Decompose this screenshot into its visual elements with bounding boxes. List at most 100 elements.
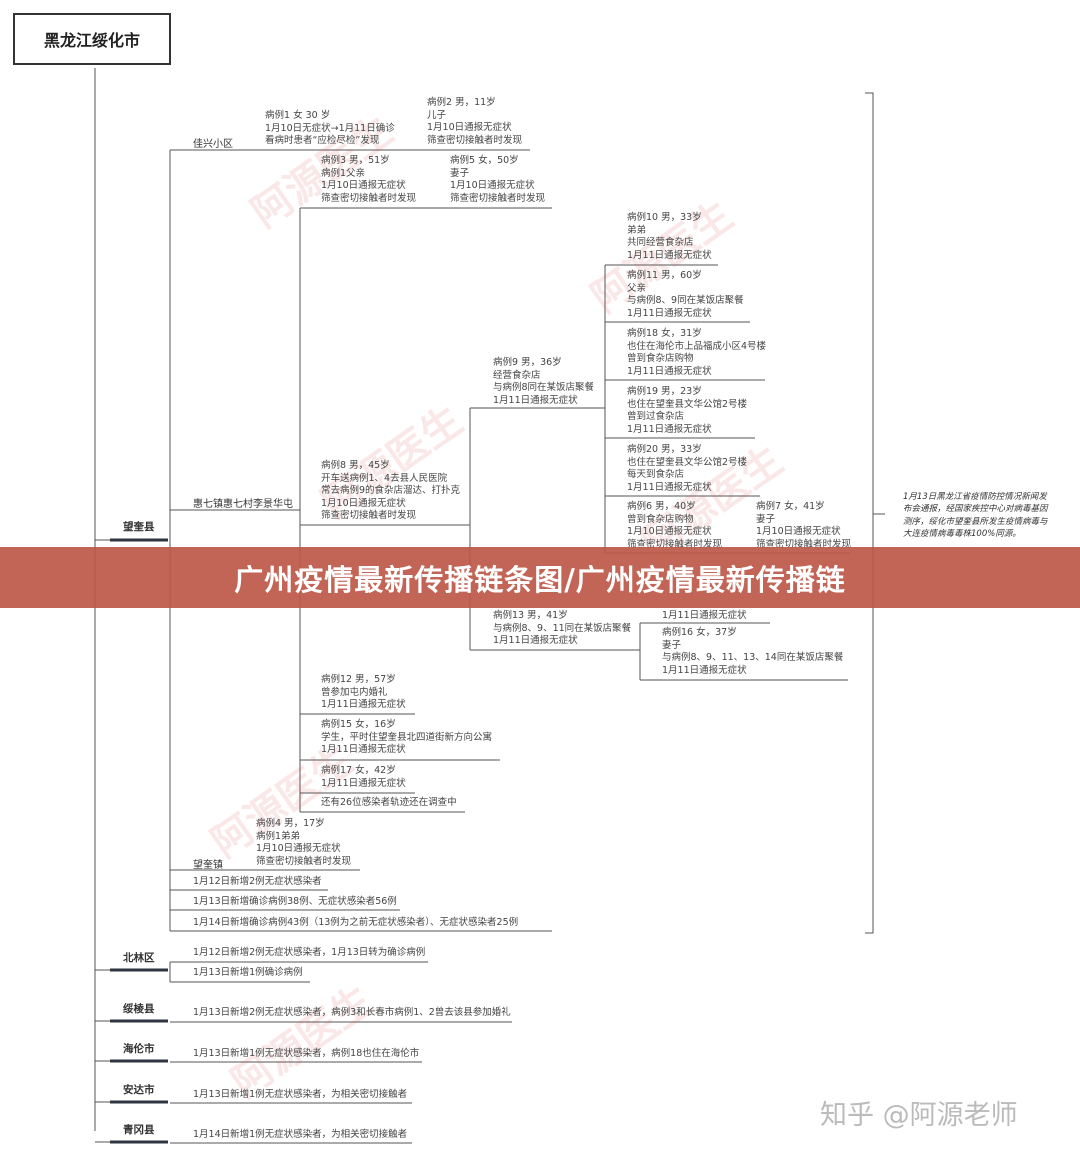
node-line: 病例3 男，51岁 [321, 155, 390, 166]
node-line: 大连疫情病毒毒株100%同源。 [903, 528, 1021, 539]
node-line: 每天到食杂店 [627, 469, 685, 481]
node-line: 曾到食杂店购物 [627, 513, 694, 525]
node-line: 1月11日通报无症状 [662, 664, 747, 676]
place-huiqi: 惠七镇惠七村李景华屯 [193, 499, 293, 510]
case-node-14: 1月11日通报无症状 [662, 610, 747, 623]
node-line: 妻子 [756, 513, 776, 525]
wangkui-update: 1月14日新增确诊病例43例（13例为之前无症状感染者）、无症状感染者25例 [193, 917, 519, 928]
node-line: 1月10日通报无症状 [256, 843, 341, 855]
node-line: 开车送病例1、4去县人民医院 [321, 472, 448, 484]
county-wangkui: 望奎县 [123, 521, 155, 533]
node-line: 1月11日通报无症状 [493, 394, 578, 406]
place-wangkuizhen: 望奎镇 [193, 860, 223, 871]
node-line: 父亲 [627, 282, 647, 294]
county-anda: 安达市 [123, 1084, 155, 1096]
node-line: 1月11日通报无症状 [627, 481, 712, 493]
node-line: 筛查密切接触者时发现 [256, 855, 352, 867]
beilin-update: 1月12日新增2例无症状感染者，1月13日转为确诊病例 [193, 947, 426, 958]
node-line: 1月13日黑龙江省疫情防控情况新闻发 [903, 492, 1047, 502]
node-line: 病例20 男，33岁 [627, 444, 702, 455]
node-line: 筛查密切接触者时发现 [756, 538, 852, 550]
node-line: 病例1弟弟 [256, 830, 301, 842]
node-line: 病例16 女，37岁 [662, 627, 737, 638]
node-line: 1月10日通报无症状 [627, 526, 712, 538]
node-line: 布会通报，经国家疾控中心对病毒基因 [903, 504, 1048, 515]
node-line: 病例5 女，50岁 [450, 155, 519, 166]
node-line: 1月10日无症状→1月11日确诊 [265, 122, 395, 134]
node-line: 病例15 女，16岁 [321, 719, 396, 730]
node-line: 病例1 女 30 岁 [265, 110, 331, 121]
node-line: 病例9 男，36岁 [493, 357, 562, 368]
node-line: 与病例8、9、11、13、14同在某饭店聚餐 [662, 652, 844, 664]
node-line: 病例1父亲 [321, 167, 366, 179]
node-line: 曾到食杂店购物 [627, 353, 694, 365]
node-line: 1月11日通报无症状 [321, 699, 406, 711]
node-line: 病例19 男，23岁 [627, 386, 702, 397]
wangkui-update: 1月13日新增确诊病例38例、无症状感染者56例 [193, 896, 397, 907]
node-line: 儿子 [427, 109, 447, 121]
node-line: 病例13 男，41岁 [493, 610, 568, 621]
node-line: 病例4 男，17岁 [256, 818, 325, 829]
node-line: 妻子 [450, 167, 470, 179]
qinggang-update: 1月14日新增1例无症状感染者，为相关密切接触者 [193, 1129, 408, 1140]
node-line: 筛查密切接触者时发现 [427, 134, 523, 146]
node-line: 妻子 [662, 639, 682, 651]
node-line: 也住在望奎县文华公馆2号楼 [627, 398, 748, 410]
county-beilin: 北林区 [123, 952, 155, 964]
node-line: 病例2 男，11岁 [427, 97, 496, 108]
node-line: 常去病例9的食杂店溜达、打扑克 [321, 485, 461, 497]
node-line: 与病例8、9、11同在某饭店聚餐 [493, 622, 632, 634]
node-line: 学生，平时住望奎县北四道街新方向公寓 [321, 731, 493, 743]
node-line: 1月10日通报无症状 [450, 180, 535, 192]
node-line: 1月11日通报无症状 [321, 744, 406, 756]
node-line: 病例6 男，40岁 [627, 501, 696, 512]
node-line: 看病时患者“应检尽检”发现 [265, 135, 380, 147]
node-line: 1月11日通报无症状 [493, 635, 578, 647]
node-line: 1月11日通报无症状 [627, 365, 712, 377]
node-line: 与病例8同在某饭店聚餐 [493, 382, 595, 394]
node-line: 也住在望奎县文华公馆2号楼 [627, 456, 748, 468]
county-qinggang: 青冈县 [123, 1124, 155, 1136]
node-line: 筛查密切接触者时发现 [321, 510, 417, 522]
node-line: 测序，绥化市望奎县所发生疫情病毒与 [903, 516, 1048, 527]
node-line: 病例8 男，45岁 [321, 460, 390, 471]
node-line: 1月11日通报无症状 [627, 249, 712, 261]
node-line: 1月10日通报无症状 [321, 497, 406, 509]
root-node-title: 黑龙江绥化市 [13, 13, 171, 65]
node-line: 筛查密切接触者时发现 [321, 192, 417, 204]
county-hailun: 海伦市 [123, 1043, 155, 1055]
wangkui-update: 1月12日新增2例无症状感染者 [193, 876, 322, 887]
county-suileng: 绥棱县 [123, 1003, 155, 1015]
node-line: 筛查密切接触者时发现 [627, 538, 723, 550]
node-line: 病例18 女，31岁 [627, 328, 702, 339]
node-line: 共同经营食杂店 [627, 237, 694, 249]
headline-banner: 广州疫情最新传播链条图/广州疫情最新传播链 [0, 547, 1080, 608]
pending-investigation-node: 还有26位感染者轨迹还在调查中 [321, 797, 457, 810]
node-line: 1月11日通报无症状 [627, 423, 712, 435]
hailun-update: 1月13日新增1例无症状感染者，病例18也住在海伦市 [193, 1048, 420, 1059]
node-line: 1月11日通报无症状 [321, 777, 406, 789]
node-line: 曾到过食杂店 [627, 411, 685, 423]
node-line: 病例10 男，33岁 [627, 212, 702, 223]
place-jiaxing: 佳兴小区 [193, 139, 233, 150]
